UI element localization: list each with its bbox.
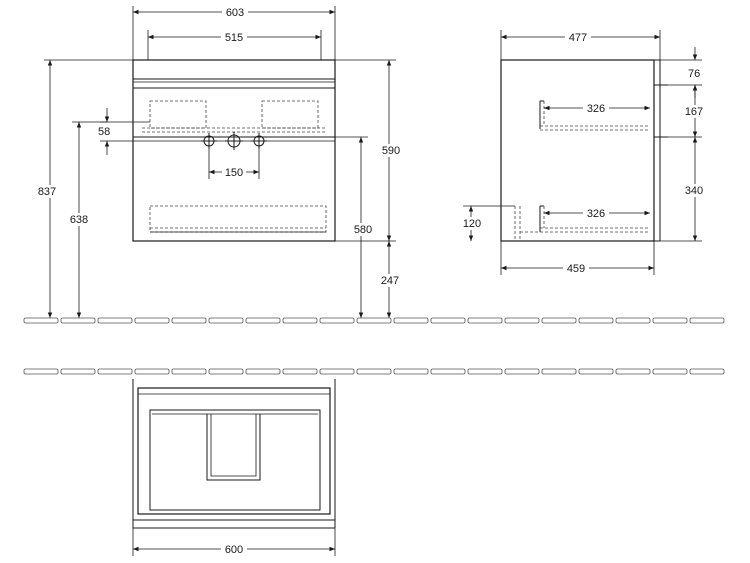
floor-segment <box>134 368 170 375</box>
plan-siphon-cutout <box>206 414 261 481</box>
floor-segment <box>171 317 207 324</box>
floor-segment <box>393 368 429 375</box>
dim-side-top-gap: 76 <box>688 68 700 80</box>
dim-front-inner-width: 515 <box>225 32 243 44</box>
floor-segment <box>393 317 429 324</box>
floor-segment <box>245 368 281 375</box>
dim-tap-spacing: 150 <box>225 167 243 179</box>
floor-segment <box>134 317 170 324</box>
floor-segment <box>23 368 59 375</box>
dim-drain-height: 580 <box>354 224 372 236</box>
front-view: 603 515 58 150 837 638 590 <box>34 5 404 318</box>
floor-segment <box>208 368 244 375</box>
floor-segment <box>171 368 207 375</box>
plan-cabinet-outline <box>137 387 331 515</box>
floor-segment <box>430 368 466 375</box>
dim-side-upper-rail: 326 <box>587 103 605 115</box>
dim-front-overall-width: 603 <box>226 7 244 19</box>
dim-cabinet-height: 590 <box>382 145 400 157</box>
floor-segment <box>23 317 59 324</box>
floor-segment <box>467 317 503 324</box>
floor-segment <box>245 317 281 324</box>
floor-segment <box>60 368 96 375</box>
dim-tap-height: 638 <box>70 214 88 226</box>
dim-plan-width: 600 <box>225 544 243 556</box>
dim-floor-clearance: 247 <box>381 275 399 287</box>
dim-total-height: 837 <box>38 186 56 198</box>
dim-side-depth: 477 <box>569 32 587 44</box>
floor-segment <box>319 368 355 375</box>
floor-segment <box>504 368 540 375</box>
floor-segment <box>467 368 503 375</box>
floor-segment <box>689 317 725 324</box>
side-view: 477 76 167 340 326 326 120 <box>459 30 708 275</box>
dim-side-inner-depth: 459 <box>567 263 585 275</box>
floor-segment <box>282 317 318 324</box>
floor-segment <box>97 317 133 324</box>
floor-segment <box>356 317 392 324</box>
floor-segment <box>689 368 725 375</box>
floor-segment <box>578 317 614 324</box>
floor-segment <box>282 368 318 375</box>
front-cabinet-outline <box>132 59 336 242</box>
dim-side-lower-gap: 340 <box>685 185 703 197</box>
floor-segment <box>208 317 244 324</box>
dim-side-rail-height: 120 <box>463 218 481 230</box>
floor-segment <box>652 368 688 375</box>
floor-segment <box>578 368 614 375</box>
floor-segment <box>615 368 651 375</box>
dim-front-top-offset: 58 <box>98 126 110 138</box>
floor-segment <box>60 317 96 324</box>
floor-segment <box>504 317 540 324</box>
floor-segment <box>541 317 577 324</box>
floor-segment <box>652 317 688 324</box>
floor-segment <box>615 317 651 324</box>
floor-segment <box>430 317 466 324</box>
floor-segment <box>97 368 133 375</box>
side-cabinet-outline <box>500 59 655 242</box>
floor-line-upper <box>23 317 725 324</box>
floor-line-lower <box>23 368 725 375</box>
floor-segment <box>319 317 355 324</box>
tap-fittings <box>201 132 267 150</box>
floor-segment <box>541 368 577 375</box>
plan-view: 600 <box>132 379 336 556</box>
plan-inner-recess <box>149 409 321 511</box>
dim-side-upper-gap: 167 <box>685 106 703 118</box>
floor-segment <box>356 368 392 375</box>
dim-side-lower-rail: 326 <box>587 208 605 220</box>
